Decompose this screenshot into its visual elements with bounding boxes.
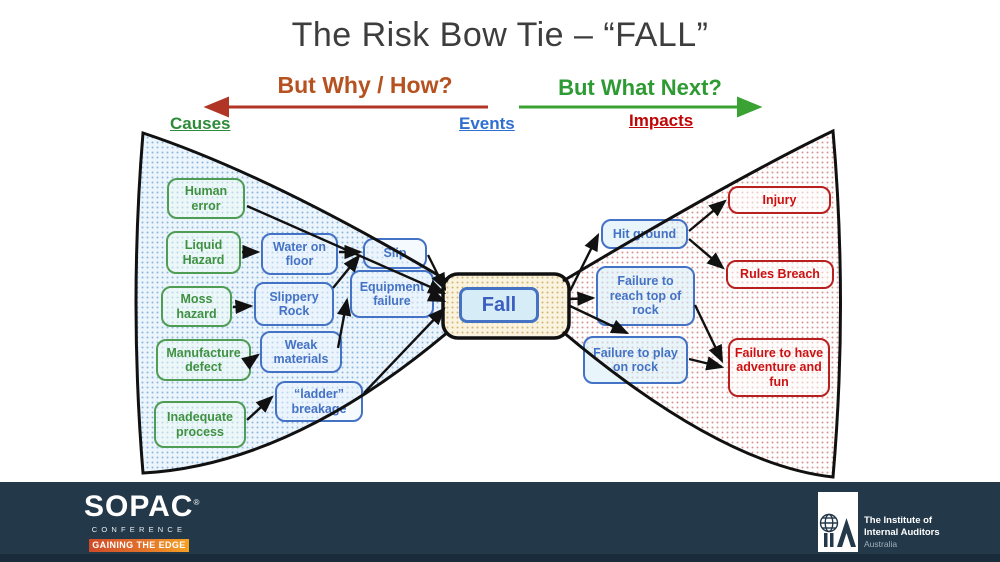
impact-box-adventure-fun: Failure to have adventure and fun: [728, 338, 830, 397]
question-what-next: But What Next?: [558, 75, 722, 100]
factor-box-weak-materials: Weak materials: [260, 331, 342, 373]
cause-box-manufacture-defect: Manufacture defect: [156, 339, 251, 381]
sopac-wordmark: SOPAC®: [84, 490, 201, 523]
impact-box-rules-breach: Rules Breach: [726, 260, 834, 289]
impacts-label: Impacts: [629, 111, 694, 130]
iia-line1: The Institute of: [864, 515, 933, 526]
globe-icon: [819, 513, 839, 533]
factor-box-slip: Slip: [363, 238, 427, 269]
question-why-how: But Why / How?: [277, 72, 453, 98]
consequence-box-play-on-rock: Failure to play on rock: [583, 336, 688, 384]
iia-line3: Australia: [864, 538, 898, 549]
iia-logo-icon: [818, 492, 858, 552]
factor-box-equipment-failure: Equipment failure: [350, 270, 434, 318]
iia-logo-block: The Institute of Internal Auditors Austr…: [818, 492, 940, 552]
consequence-box-reach-top: Failure to reach top of rock: [596, 266, 695, 326]
footer-bottom-strip: [0, 554, 1000, 562]
iia-text: The Institute of Internal Auditors Austr…: [864, 515, 940, 550]
sopac-logo: SOPAC® CONFERENCE GAINING THE EDGE: [84, 490, 201, 552]
cause-box-inadequate-process: Inadequate process: [154, 401, 246, 448]
causes-label: Causes: [170, 114, 231, 133]
event-box-fall: Fall: [459, 287, 539, 323]
iia-a-triangle: [837, 518, 856, 547]
consequence-box-hit-ground: Hit ground: [601, 219, 688, 249]
registered-mark: ®: [193, 498, 201, 507]
iia-line2: Internal Auditors: [864, 526, 940, 538]
factor-box-ladder-breakage: “ladder” breakage: [275, 381, 363, 422]
cause-box-human-error: Human error: [167, 178, 245, 219]
cause-box-liquid-hazard: Liquid Hazard: [166, 231, 241, 274]
events-label: Events: [459, 114, 515, 133]
sopac-conference-label: CONFERENCE: [91, 525, 187, 534]
sopac-tagline-badge: GAINING THE EDGE: [89, 539, 189, 552]
factor-box-slippery-rock: Slippery Rock: [254, 282, 334, 326]
footer-bar: SOPAC® CONFERENCE GAINING THE EDGE: [0, 482, 1000, 562]
impact-box-injury: Injury: [728, 186, 831, 214]
slide-title: The Risk Bow Tie – “FALL”: [291, 16, 709, 54]
factor-box-water-on-floor: Water on floor: [261, 233, 338, 275]
cause-box-moss-hazard: Moss hazard: [161, 286, 232, 327]
